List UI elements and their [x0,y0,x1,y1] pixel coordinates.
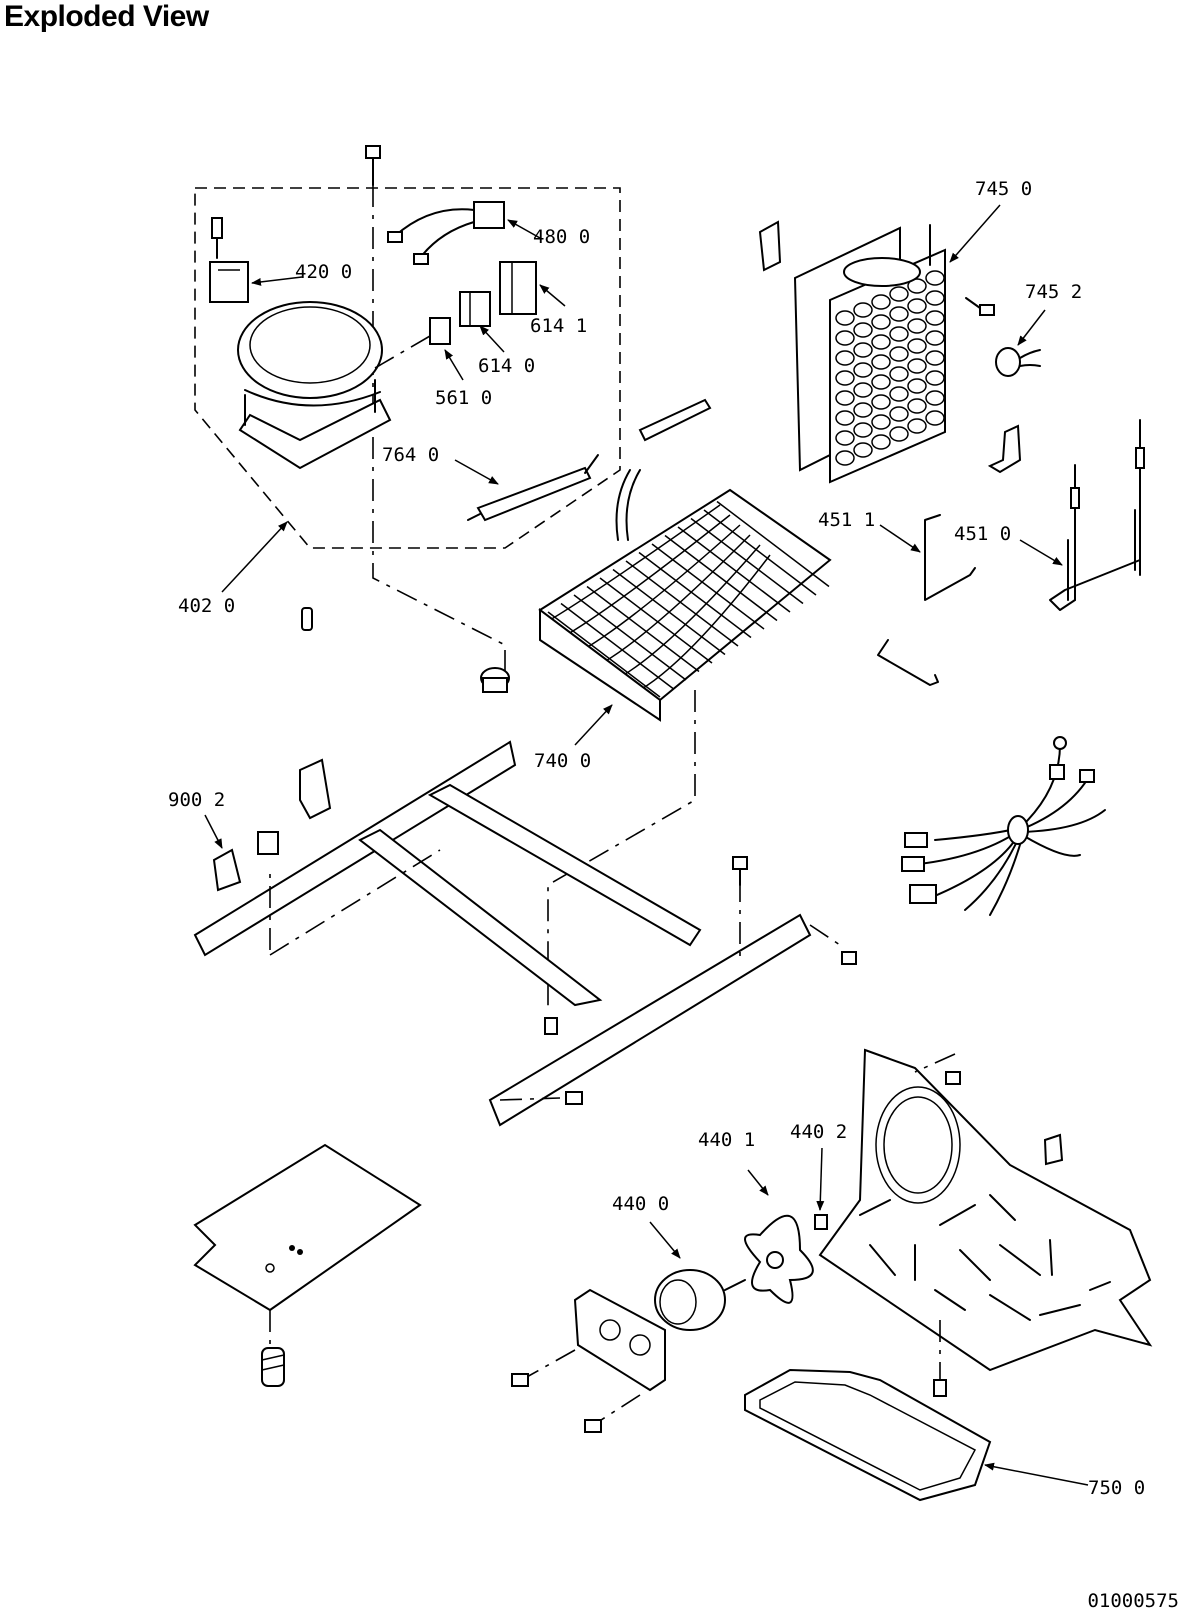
label-4511: 451 1 [818,509,875,531]
relay-harness [387,201,505,265]
leader-7450 [949,204,1001,263]
condenser-strap [638,398,712,442]
label-4402: 440 2 [790,1121,847,1143]
condenser-tube [615,469,641,541]
leader-7640 [454,459,499,485]
label-7400: 740 0 [534,750,591,772]
defrost-heater [1049,419,1145,611]
drain-hook [877,639,939,686]
page-title: Exploded View [4,0,209,33]
leader-9002 [204,814,223,849]
label-7500: 750 0 [1088,1477,1145,1499]
leader-4511 [879,524,921,553]
label-7640: 764 0 [382,444,439,466]
label-6140: 614 0 [478,355,535,377]
grommet [480,667,510,693]
wire-nut [1043,1133,1064,1166]
compressor-mount-screw [365,145,506,690]
leader-4800 [507,219,541,239]
wire-harness [901,736,1106,916]
leader-4401 [747,1169,769,1196]
access-panel [193,1143,422,1345]
compressor-group-outline [194,187,621,549]
base-frame [193,740,841,1127]
leader-5610 [444,349,464,381]
label-4200: 420 0 [295,261,352,283]
leader-6141 [539,284,566,307]
leader-7400 [574,704,613,746]
document-id: 01000575 [1087,1590,1179,1612]
frame-screws [544,856,857,1105]
compressor [237,301,392,470]
overload-protector [209,217,249,303]
label-4020: 402 0 [178,595,235,617]
wire-clip [212,758,332,892]
fan-clip [814,1214,828,1230]
spacer-pin [301,607,313,631]
label-4800: 480 0 [533,226,590,248]
label-9002: 900 2 [168,789,225,811]
fan-shroud [818,1048,1153,1397]
label-4401: 440 1 [698,1129,755,1151]
relay-cover [499,261,537,315]
heater-bracket [987,424,1022,474]
relay-clip [374,317,451,369]
evaporator-clip [758,220,782,272]
leader-7452 [1017,309,1046,346]
label-4400: 440 0 [612,1193,669,1215]
fan-motor [654,1269,746,1331]
filter-drier [467,454,599,522]
start-relay [459,291,491,327]
evap-screw [965,297,995,316]
label-4510: 451 0 [954,523,1011,545]
condenser-coil [538,488,832,722]
part-labels: 480 0 420 0 614 1 614 0 561 0 764 0 402 … [168,178,1145,1499]
motor-bracket [511,1288,666,1433]
label-5610: 561 0 [435,387,492,409]
evaporator-coil [793,224,946,484]
drain-pan [744,1368,992,1502]
leader-4400 [649,1221,681,1259]
label-7452: 745 2 [1025,281,1082,303]
leader-4510 [1019,539,1063,566]
leader-7500 [984,1462,1089,1486]
heater-wire [924,514,976,601]
defrost-thermostat [995,347,1041,377]
leader-4020 [221,521,288,593]
leveling-leg [261,1347,285,1387]
condenser-mount-line [547,690,696,1010]
leader-6140 [479,325,505,353]
fan-blade [744,1214,814,1304]
label-6141: 614 1 [530,315,587,337]
leader-4402 [816,1147,825,1211]
label-7450: 745 0 [975,178,1032,200]
leader-4200 [251,276,303,286]
